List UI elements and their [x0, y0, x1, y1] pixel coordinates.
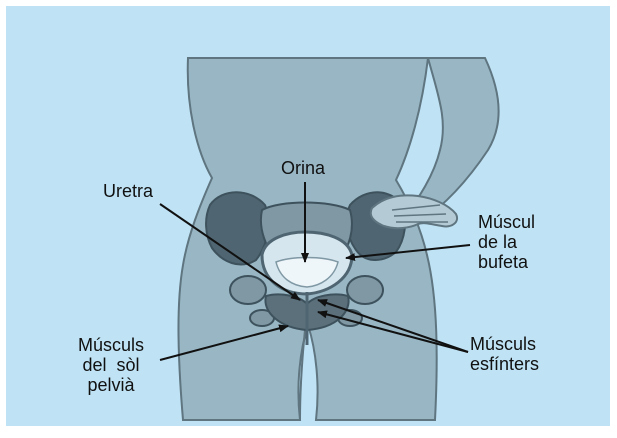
- label-uretra: Uretra: [103, 181, 153, 201]
- label-musculs-sol-pelvia-line2: del sòl: [78, 355, 144, 375]
- label-orina: Orina: [281, 158, 325, 178]
- right-hip-joint: [347, 276, 383, 304]
- label-muscul-bufeta-line1: Múscul: [478, 212, 535, 232]
- label-musculs-sol-pelvia: Músculs del sòl pelvià: [78, 335, 144, 395]
- label-muscul-bufeta: Múscul de la bufeta: [478, 212, 535, 272]
- label-muscul-bufeta-line2: de la: [478, 232, 535, 252]
- left-hip-joint: [230, 276, 266, 304]
- label-musculs-sol-pelvia-line1: Músculs: [78, 335, 144, 355]
- pelvis-left-wing: [206, 192, 268, 264]
- label-musculs-sol-pelvia-line3: pelvià: [78, 375, 144, 395]
- label-musculs-esfinters-line2: esfínters: [470, 354, 539, 374]
- label-muscul-bufeta-line3: bufeta: [478, 252, 535, 272]
- label-musculs-esfinters-line1: Músculs: [470, 334, 539, 354]
- label-musculs-esfinters: Músculs esfínters: [470, 334, 539, 374]
